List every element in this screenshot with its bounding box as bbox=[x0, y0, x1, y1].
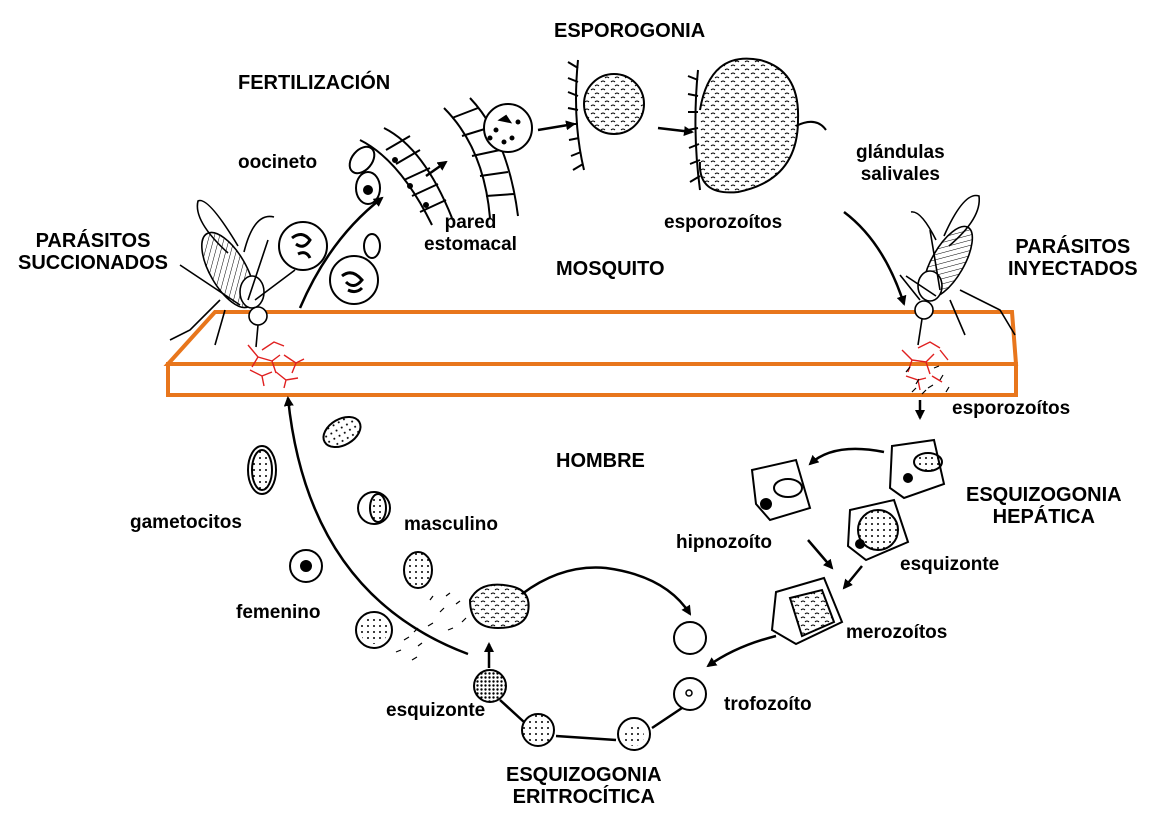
rbc-rupturing bbox=[470, 585, 529, 628]
ookinete-label: oocineto bbox=[238, 152, 317, 174]
human-label: HOMBRE bbox=[556, 450, 645, 472]
parasites-sucked-label: PARÁSITOS SUCCIONADOS bbox=[18, 230, 168, 274]
schizont-blood-label: esquizonte bbox=[386, 700, 485, 722]
parasites-injected-label: PARÁSITOS INYECTADOS bbox=[1008, 236, 1138, 280]
liver-cell-1 bbox=[890, 440, 944, 498]
fertilization-label: FERTILIZACIÓN bbox=[238, 72, 390, 94]
gametocyte-female-2 bbox=[356, 612, 392, 648]
hypnozoite-label: hipnozoíto bbox=[676, 532, 772, 554]
gametocytes-label: gametocitos bbox=[130, 512, 242, 534]
gametocyte-male-1 bbox=[358, 492, 390, 524]
oocyst bbox=[568, 60, 644, 170]
stomach-wall-label: pared estomacal bbox=[424, 212, 517, 256]
mosquito-label: MOSQUITO bbox=[556, 258, 665, 280]
sporozoites-human-label: esporozoítos bbox=[952, 398, 1070, 420]
salivary-glands-label: glándulas salivales bbox=[856, 142, 945, 186]
rbc-schizont bbox=[474, 670, 506, 702]
gametocyte-male-2 bbox=[404, 552, 432, 588]
liver-cell-schizont bbox=[848, 500, 908, 560]
rbc-trophozoite bbox=[674, 678, 706, 710]
rbc-mid-schizont bbox=[522, 714, 554, 746]
hepatic-schizogony-label: ESQUIZOGONIA HEPÁTICA bbox=[966, 484, 1122, 528]
female-label: femenino bbox=[236, 602, 320, 624]
liver-cell-hypnozoite bbox=[752, 460, 810, 520]
trophozoite-label: trofozoíto bbox=[724, 694, 812, 716]
stomach-wall-2 bbox=[444, 98, 532, 218]
sporogony-label: ESPOROGONIA bbox=[554, 20, 705, 42]
gametocyte-female bbox=[290, 550, 322, 582]
skin-band bbox=[168, 312, 1016, 395]
ookinete-cells bbox=[345, 142, 380, 258]
ruptured-oocyst bbox=[688, 59, 826, 193]
schizont-liver-label: esquizonte bbox=[900, 554, 999, 576]
sporozoites-mosquito-label: esporozoítos bbox=[664, 212, 782, 234]
liver-cell-merozoites bbox=[772, 578, 842, 644]
zygote-cells bbox=[279, 222, 378, 304]
rbc-early-schizont bbox=[618, 718, 650, 750]
gametocyte-2 bbox=[248, 446, 276, 494]
male-label: masculino bbox=[404, 514, 498, 536]
merozoites-label: merozoítos bbox=[846, 622, 947, 644]
erythrocytic-schizogony-label: ESQUIZOGONIA ERITROCÍTICA bbox=[506, 764, 662, 808]
gametocyte-1 bbox=[318, 411, 366, 454]
rbc-empty bbox=[674, 622, 706, 654]
